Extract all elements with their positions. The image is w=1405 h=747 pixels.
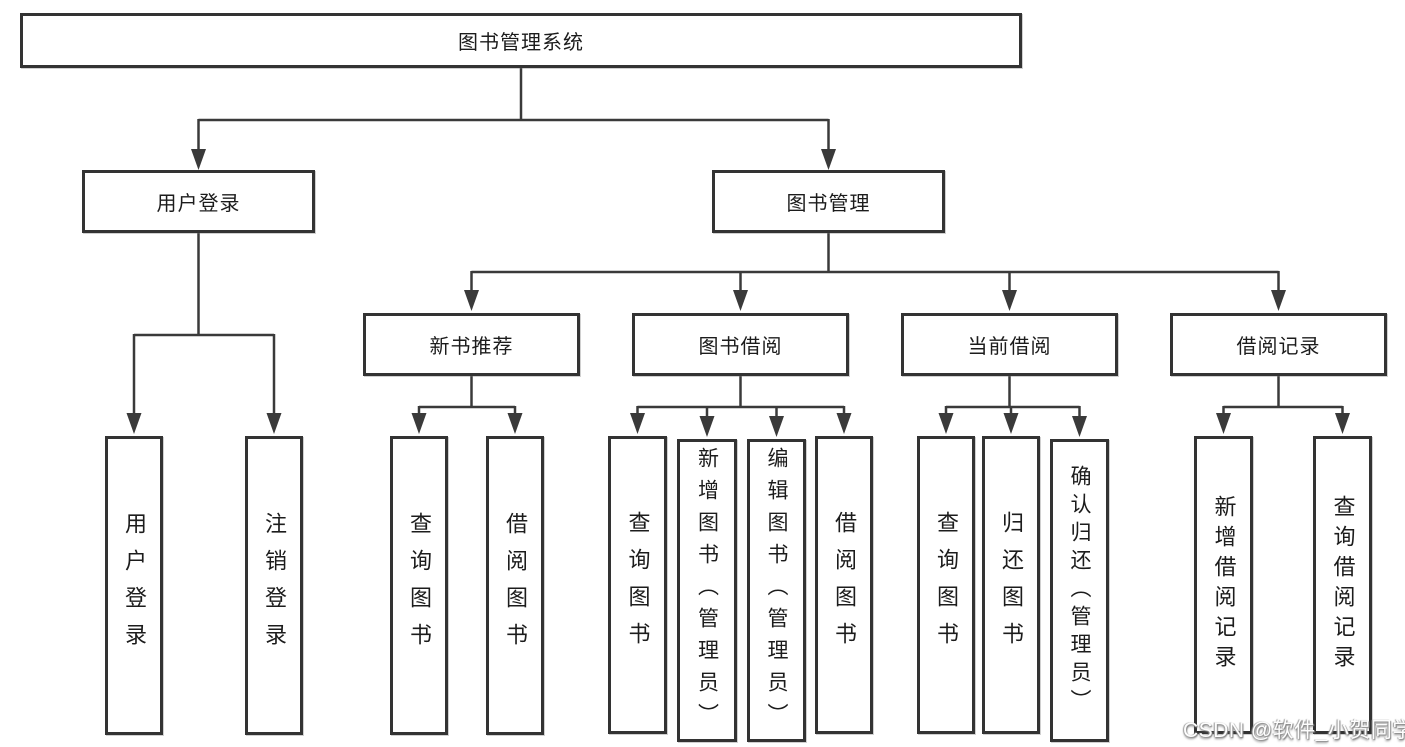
leaf-label: 借阅图书 [832, 511, 857, 659]
node-label: 借阅记录 [1236, 336, 1321, 358]
leaf-user-login: 用户登录 [105, 436, 163, 735]
leaf-current-confirm-return-admin: 确认归还（管理员） [1050, 439, 1109, 742]
leaf-label: 查询借阅记录 [1330, 495, 1356, 675]
leaf-label: 用户登录 [122, 511, 147, 660]
leaf-borrow-borrow-books: 借阅图书 [815, 436, 873, 734]
node-borrow-records: 借阅记录 [1170, 313, 1387, 376]
leaf-current-search-books: 查询图书 [917, 436, 975, 734]
csdn-watermark: CSDN @软件_小贺同学 [1183, 719, 1405, 742]
leaf-borrow-edit-books-admin: 编辑图书（管理员） [747, 439, 806, 742]
leaf-current-return-books: 归还图书 [982, 436, 1040, 734]
arrowheads [126, 149, 1350, 437]
node-label: 图书借阅 [698, 336, 783, 358]
leaf-label: 新增图书（管理员） [695, 446, 719, 735]
leaf-label: 归还图书 [999, 511, 1024, 659]
node-current-borrow: 当前借阅 [901, 313, 1118, 376]
leaf-records-search-record: 查询借阅记录 [1313, 436, 1372, 734]
node-book-borrow: 图书借阅 [632, 313, 849, 376]
node-label: 用户登录 [156, 193, 241, 215]
leaf-borrow-add-books-admin: 新增图书（管理员） [677, 439, 737, 742]
node-book-management: 图书管理 [712, 170, 945, 233]
node-label: 图书管理系统 [458, 32, 584, 54]
node-new-book-recommend: 新书推荐 [363, 313, 580, 376]
connector-line-group [132, 68, 1344, 417]
node-system-root: 图书管理系统 [20, 13, 1022, 68]
leaf-records-add-record: 新增借阅记录 [1194, 436, 1253, 734]
leaf-newbook-borrow-books: 借阅图书 [486, 436, 544, 735]
leaf-label: 编辑图书（管理员） [765, 446, 788, 735]
leaf-label: 确认归还（管理员） [1068, 464, 1091, 717]
node-label: 当前借阅 [967, 336, 1052, 358]
leaf-label: 新增借阅记录 [1211, 495, 1237, 675]
leaf-logout: 注销登录 [245, 436, 303, 735]
leaf-label: 查询图书 [407, 511, 432, 660]
leaf-label: 查询图书 [934, 511, 959, 659]
node-user-login: 用户登录 [82, 170, 315, 233]
leaf-borrow-search-books: 查询图书 [608, 436, 667, 734]
leaf-newbook-search-books: 查询图书 [390, 436, 448, 735]
leaf-label: 注销登录 [262, 511, 287, 660]
leaf-label: 查询图书 [625, 511, 651, 659]
node-label: 新书推荐 [429, 336, 514, 358]
leaf-label: 借阅图书 [503, 511, 528, 660]
node-label: 图书管理 [786, 193, 871, 215]
